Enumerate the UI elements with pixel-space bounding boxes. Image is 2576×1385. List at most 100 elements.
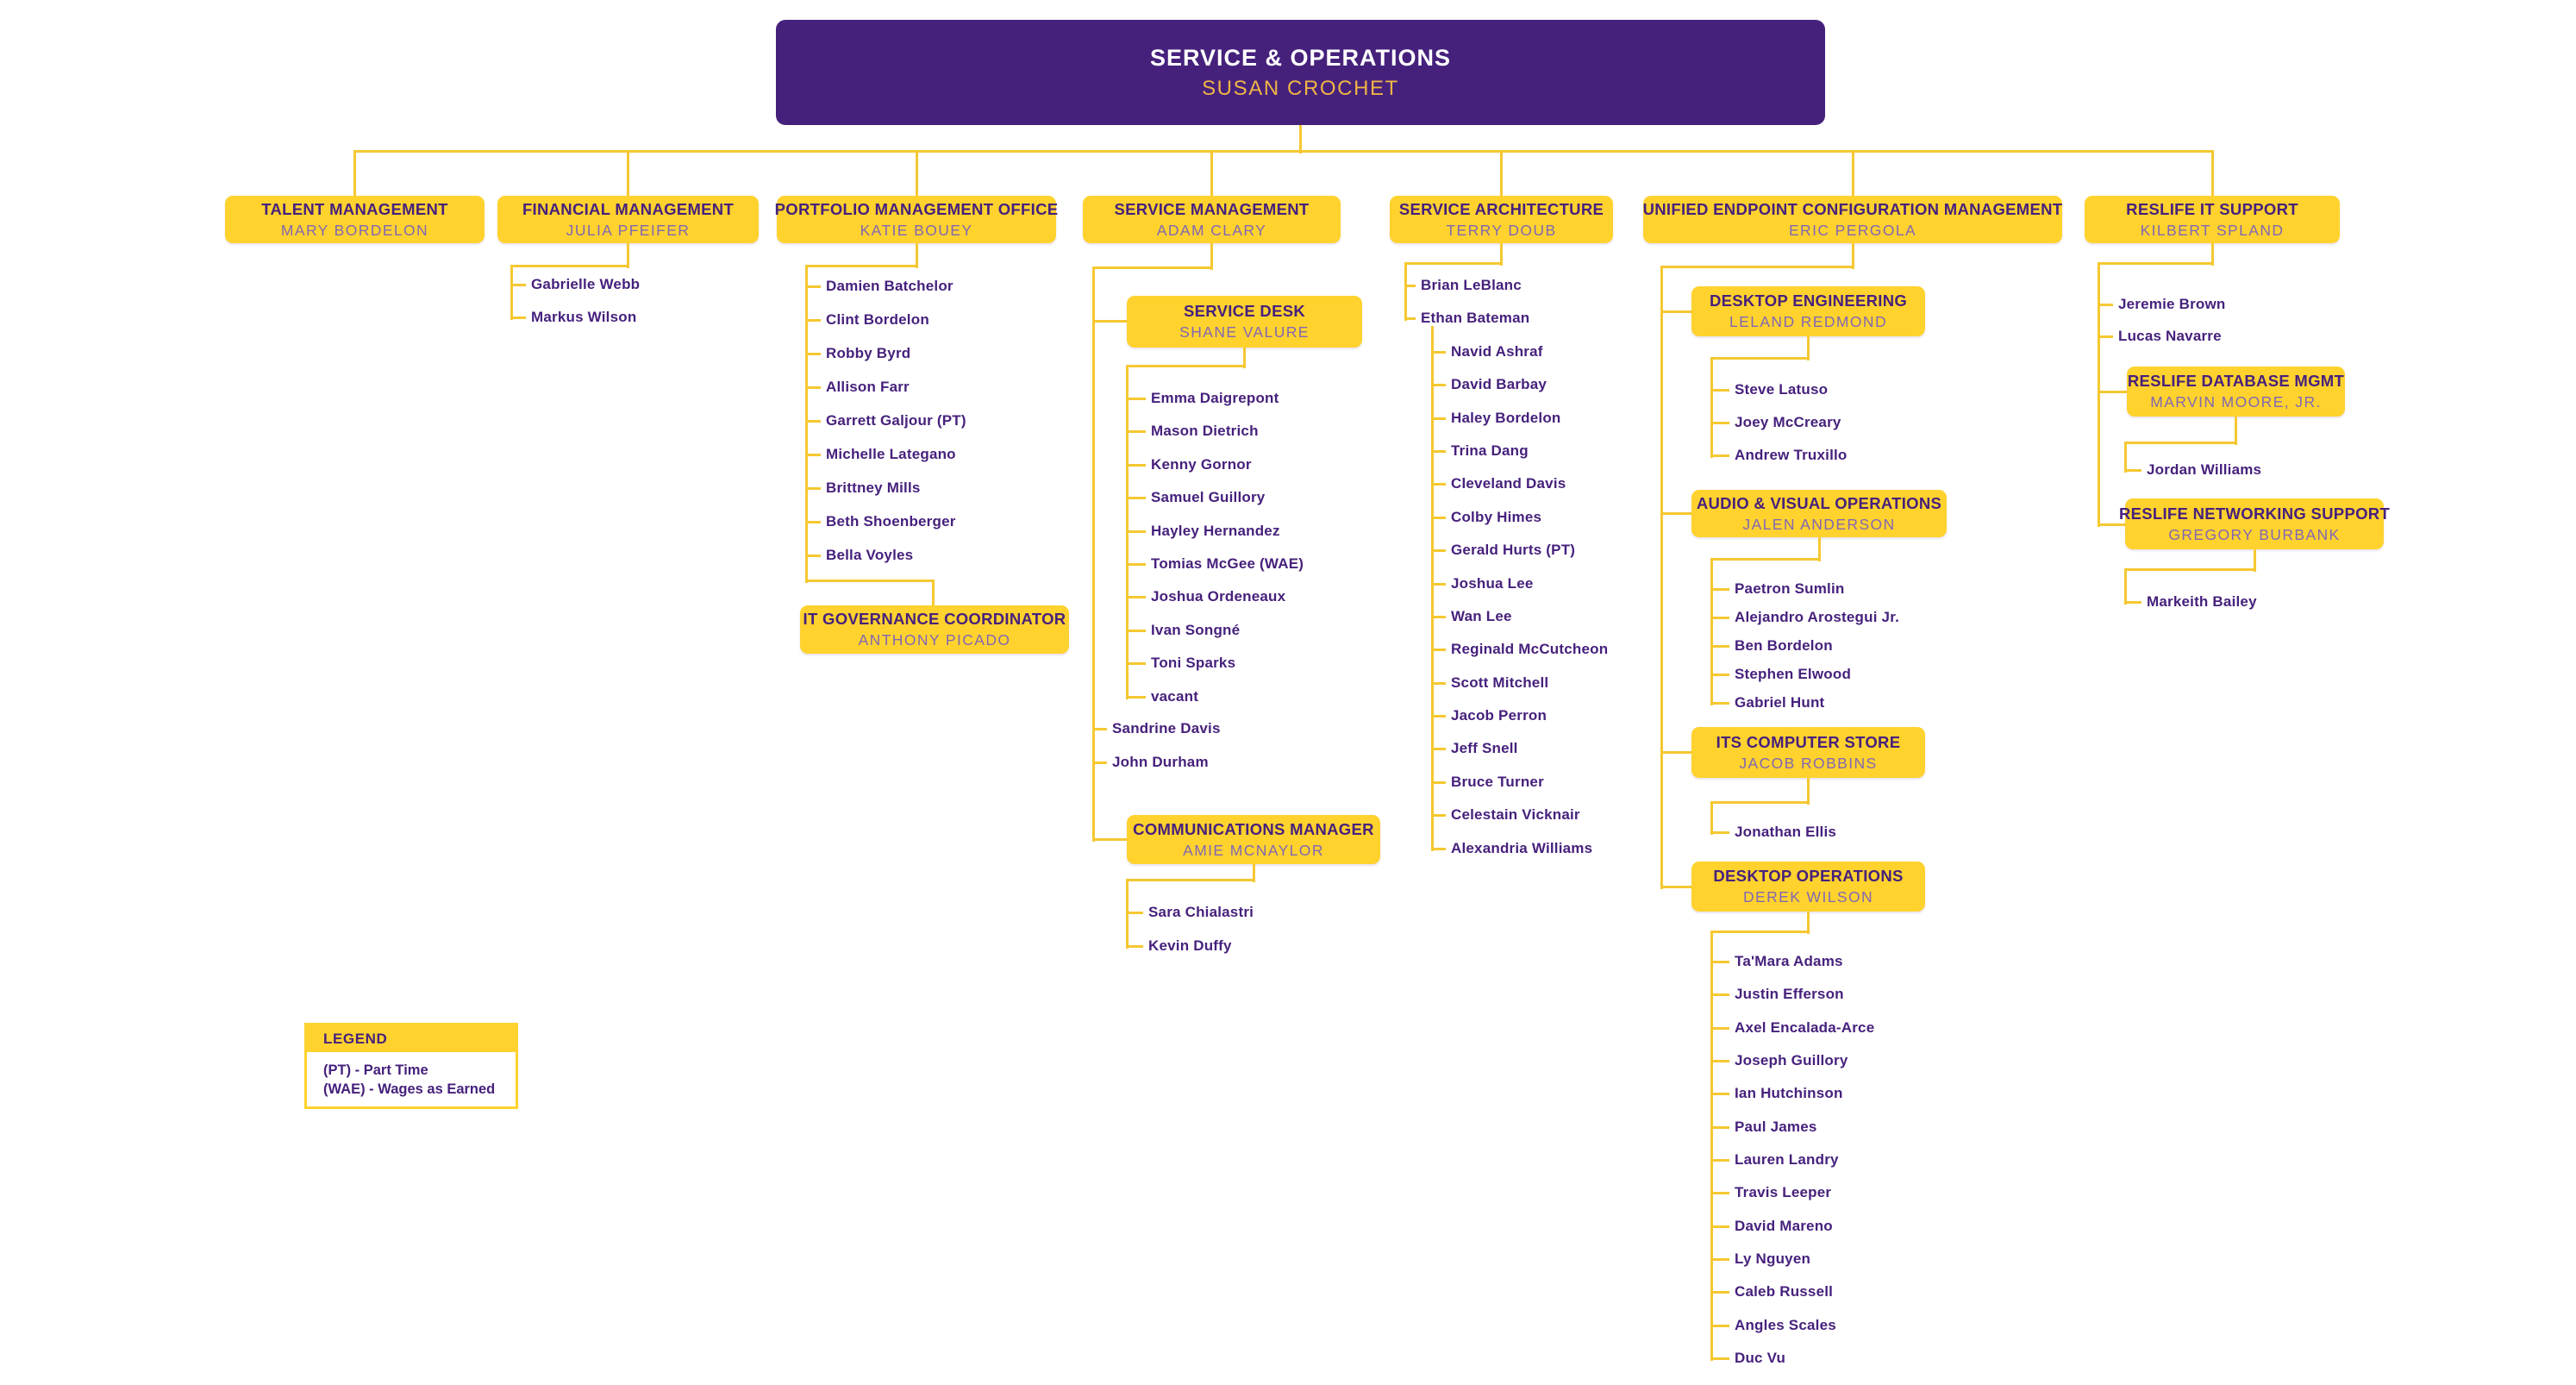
unit-title-label: SERVICE DESK (1183, 302, 1306, 320)
person-name: Haley Bordelon (1451, 410, 1561, 426)
unit-person-label: MARY BORDELON (280, 221, 429, 239)
connector-line (1710, 1092, 1729, 1095)
connector-line (1125, 496, 1146, 499)
connector-line (1210, 243, 1213, 270)
connector-line (2097, 335, 2113, 338)
connector-line (1430, 847, 1446, 850)
connector-line (1299, 125, 1302, 154)
connector-line (1125, 463, 1146, 467)
connector-line (1807, 778, 1810, 805)
connector-line (804, 285, 821, 288)
person-name: Alejandro Arostegui Jr. (1735, 609, 1900, 625)
connector-line (510, 283, 526, 286)
connector-line (1430, 714, 1446, 718)
connector-line (2253, 549, 2256, 572)
person-name: Hayley Hernandez (1151, 523, 1280, 539)
connector-line (1710, 960, 1729, 963)
connector-line (1404, 263, 1407, 321)
connector-line (1125, 366, 1129, 699)
person-name: Sandrine Davis (1112, 720, 1221, 736)
unit-title-label: COMMUNICATIONS MANAGER (1133, 819, 1374, 838)
connector-line (804, 266, 808, 583)
connector-line (1125, 878, 1255, 881)
unit-title-label: RESLIFE DATABASE MGMT (2127, 372, 2345, 390)
connector-line (1430, 516, 1446, 519)
node-service-management: SERVICE MANAGEMENT ADAM CLARY (1083, 196, 1341, 243)
person-name: Angles Scales (1735, 1317, 1836, 1333)
person-name: Joseph Guillory (1735, 1052, 1848, 1069)
connector-line (1430, 615, 1446, 618)
connector-line (1125, 944, 1143, 948)
connector-line (1710, 1026, 1729, 1030)
connector-line (804, 453, 821, 456)
connector-line (1660, 750, 1693, 754)
person-name: Wan Lee (1451, 608, 1512, 624)
connector-line (1710, 701, 1729, 705)
connector-line (1091, 267, 1095, 842)
connector-line (510, 264, 629, 267)
unit-person-label: ADAM CLARY (1156, 221, 1267, 239)
person-name: Alexandria Williams (1451, 840, 1593, 856)
connector-line (1851, 151, 1854, 198)
person-name: Gabriel Hunt (1735, 694, 1825, 711)
person-name: David Barbay (1451, 376, 1547, 392)
connector-line (1710, 1059, 1729, 1062)
connector-line (1430, 548, 1446, 552)
connector-line (2123, 468, 2141, 472)
connector-line (353, 151, 356, 198)
person-name: Gerald Hurts (PT) (1451, 542, 1576, 558)
person-name: Samuel Guillory (1151, 489, 1266, 505)
connector-line (2097, 263, 2100, 527)
unit-title-label: DESKTOP ENGINEERING (1709, 291, 1908, 310)
person-name: Brian LeBlanc (1421, 277, 1522, 293)
connector-line (1404, 316, 1416, 320)
connector-line (915, 243, 918, 268)
connector-line (1125, 661, 1146, 665)
unit-title-label: UNIFIED ENDPOINT CONFIGURATION MANAGEMEN… (1642, 199, 2063, 218)
person-name: Robby Byrd (826, 345, 911, 361)
person-name: Michelle Lategano (826, 446, 956, 462)
connector-line (1404, 261, 1503, 265)
person-name: Trina Dang (1451, 442, 1529, 459)
unit-person-label: LELAND REDMOND (1729, 313, 1887, 330)
connector-line (1660, 265, 1854, 268)
person-name: Jeremie Brown (2118, 296, 2226, 312)
unit-title-label: PORTFOLIO MANAGEMENT OFFICE (774, 199, 1059, 218)
person-name: Andrew Truxillo (1735, 447, 1848, 463)
connector-line (1125, 429, 1146, 433)
person-name: Travis Leeper (1735, 1184, 1832, 1200)
connector-line (1430, 582, 1446, 586)
connector-line (1091, 761, 1107, 764)
connector-line (1091, 319, 1129, 323)
connector-line (1430, 648, 1446, 651)
unit-title-label: RESLIFE IT SUPPORT (2126, 199, 2298, 218)
connector-line (1710, 421, 1729, 424)
connector-line (1430, 747, 1446, 750)
connector-line (1125, 629, 1146, 632)
connector-line (2097, 523, 2127, 526)
connector-line (1851, 243, 1854, 269)
person-name: Cleveland Davis (1451, 475, 1566, 492)
connector-line (1430, 383, 1446, 386)
unit-person-label: TERRY DOUB (1446, 221, 1557, 239)
person-name: Ethan Bateman (1421, 310, 1530, 326)
connector-line (1817, 537, 1821, 561)
unit-title-label: RESLIFE NETWORKING SUPPORT (2118, 504, 2391, 523)
connector-line (1125, 364, 1246, 367)
unit-person-label: JALEN ANDERSON (1742, 515, 1896, 533)
connector-line (1710, 930, 1810, 933)
unit-title-label: SERVICE MANAGEMENT (1114, 199, 1310, 218)
person-name: Markeith Bailey (2147, 593, 2257, 610)
connector-line (1430, 780, 1446, 784)
person-name: Sara Chialastri (1148, 904, 1254, 920)
connector-line (804, 419, 821, 423)
connector-line (2097, 261, 2214, 265)
unit-person-label: DEREK WILSON (1743, 888, 1873, 906)
connector-line (804, 554, 821, 557)
unit-title-label: ITS COMPUTER STORE (1716, 732, 1901, 751)
